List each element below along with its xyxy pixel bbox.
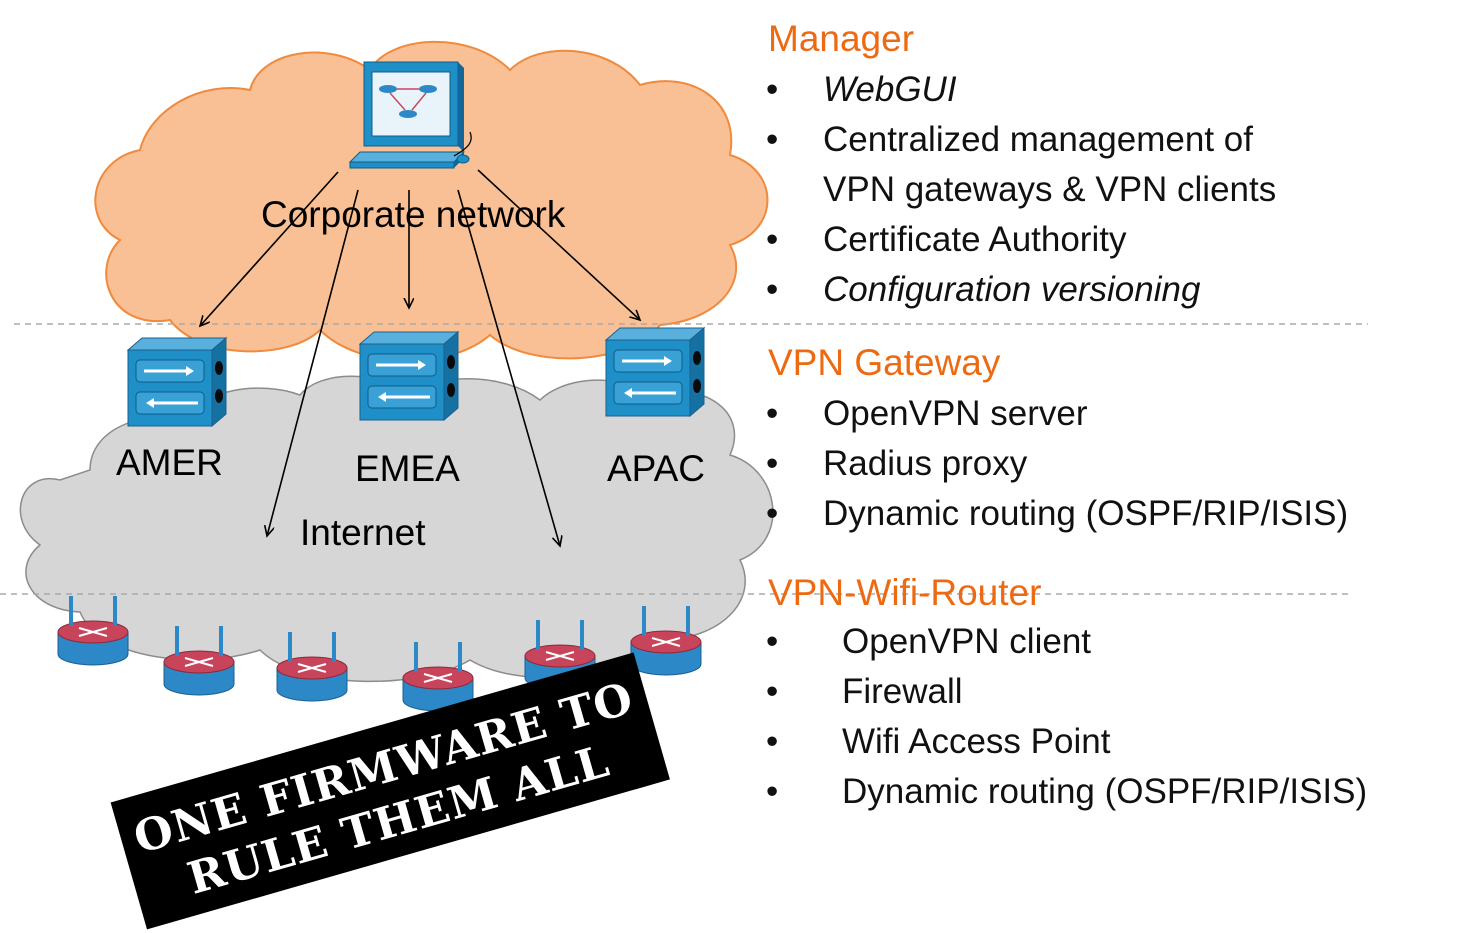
arrow-to-internet-left (267, 189, 359, 536)
list-item-label: Certificate Authority (823, 220, 1127, 259)
bullet: • (766, 772, 779, 811)
arrow-to-apac (477, 169, 640, 320)
corporate-network-label: Corporate network (261, 194, 566, 235)
bullet: • (766, 444, 779, 483)
gateway-apac-label: APAC (607, 448, 705, 489)
feature-list-panel: Manager • WebGUI • Centralized managemen… (766, 0, 1456, 933)
bullet: • (766, 394, 779, 433)
manager-computer-icon (348, 61, 472, 169)
bullet: • (766, 270, 779, 309)
list-item-label: Centralized management of (823, 120, 1253, 159)
internet-label: Internet (300, 512, 426, 553)
list-item-label: Dynamic routing (OSPF/RIP/ISIS) (823, 494, 1349, 533)
bullet: • (766, 220, 779, 259)
bullet: • (766, 120, 779, 159)
list-item-label: VPN gateways & VPN clients (823, 170, 1277, 209)
list-item-label: Radius proxy (823, 444, 1028, 483)
gateway-emea-label: EMEA (355, 448, 460, 489)
list-item-label: Dynamic routing (OSPF/RIP/ISIS) (842, 772, 1368, 811)
list-item-label: Configuration versioning (823, 270, 1201, 309)
arrow-to-amer (200, 171, 339, 326)
gateway-emea-icon (358, 330, 460, 422)
section-heading-vpn-wifi-router: VPN-Wifi-Router (768, 572, 1042, 613)
gateway-amer-icon (126, 336, 228, 428)
list-item-label: Wifi Access Point (842, 722, 1111, 761)
bullet: • (766, 494, 779, 533)
list-item-label: Firewall (842, 672, 963, 711)
list-item-label: WebGUI (823, 70, 957, 109)
gateway-amer-label: AMER (116, 442, 223, 483)
list-item-label: OpenVPN server (823, 394, 1088, 433)
bullet: • (766, 672, 779, 711)
section-heading-manager: Manager (768, 18, 915, 59)
gateway-apac-icon (604, 326, 706, 418)
bullet: • (766, 722, 779, 761)
bullet: • (766, 70, 779, 109)
list-item-label: OpenVPN client (842, 622, 1092, 661)
section-heading-vpn-gateway: VPN Gateway (768, 342, 1001, 383)
connection-arrows (200, 169, 640, 546)
bullet: • (766, 622, 779, 661)
arrow-to-internet-right (457, 189, 560, 546)
